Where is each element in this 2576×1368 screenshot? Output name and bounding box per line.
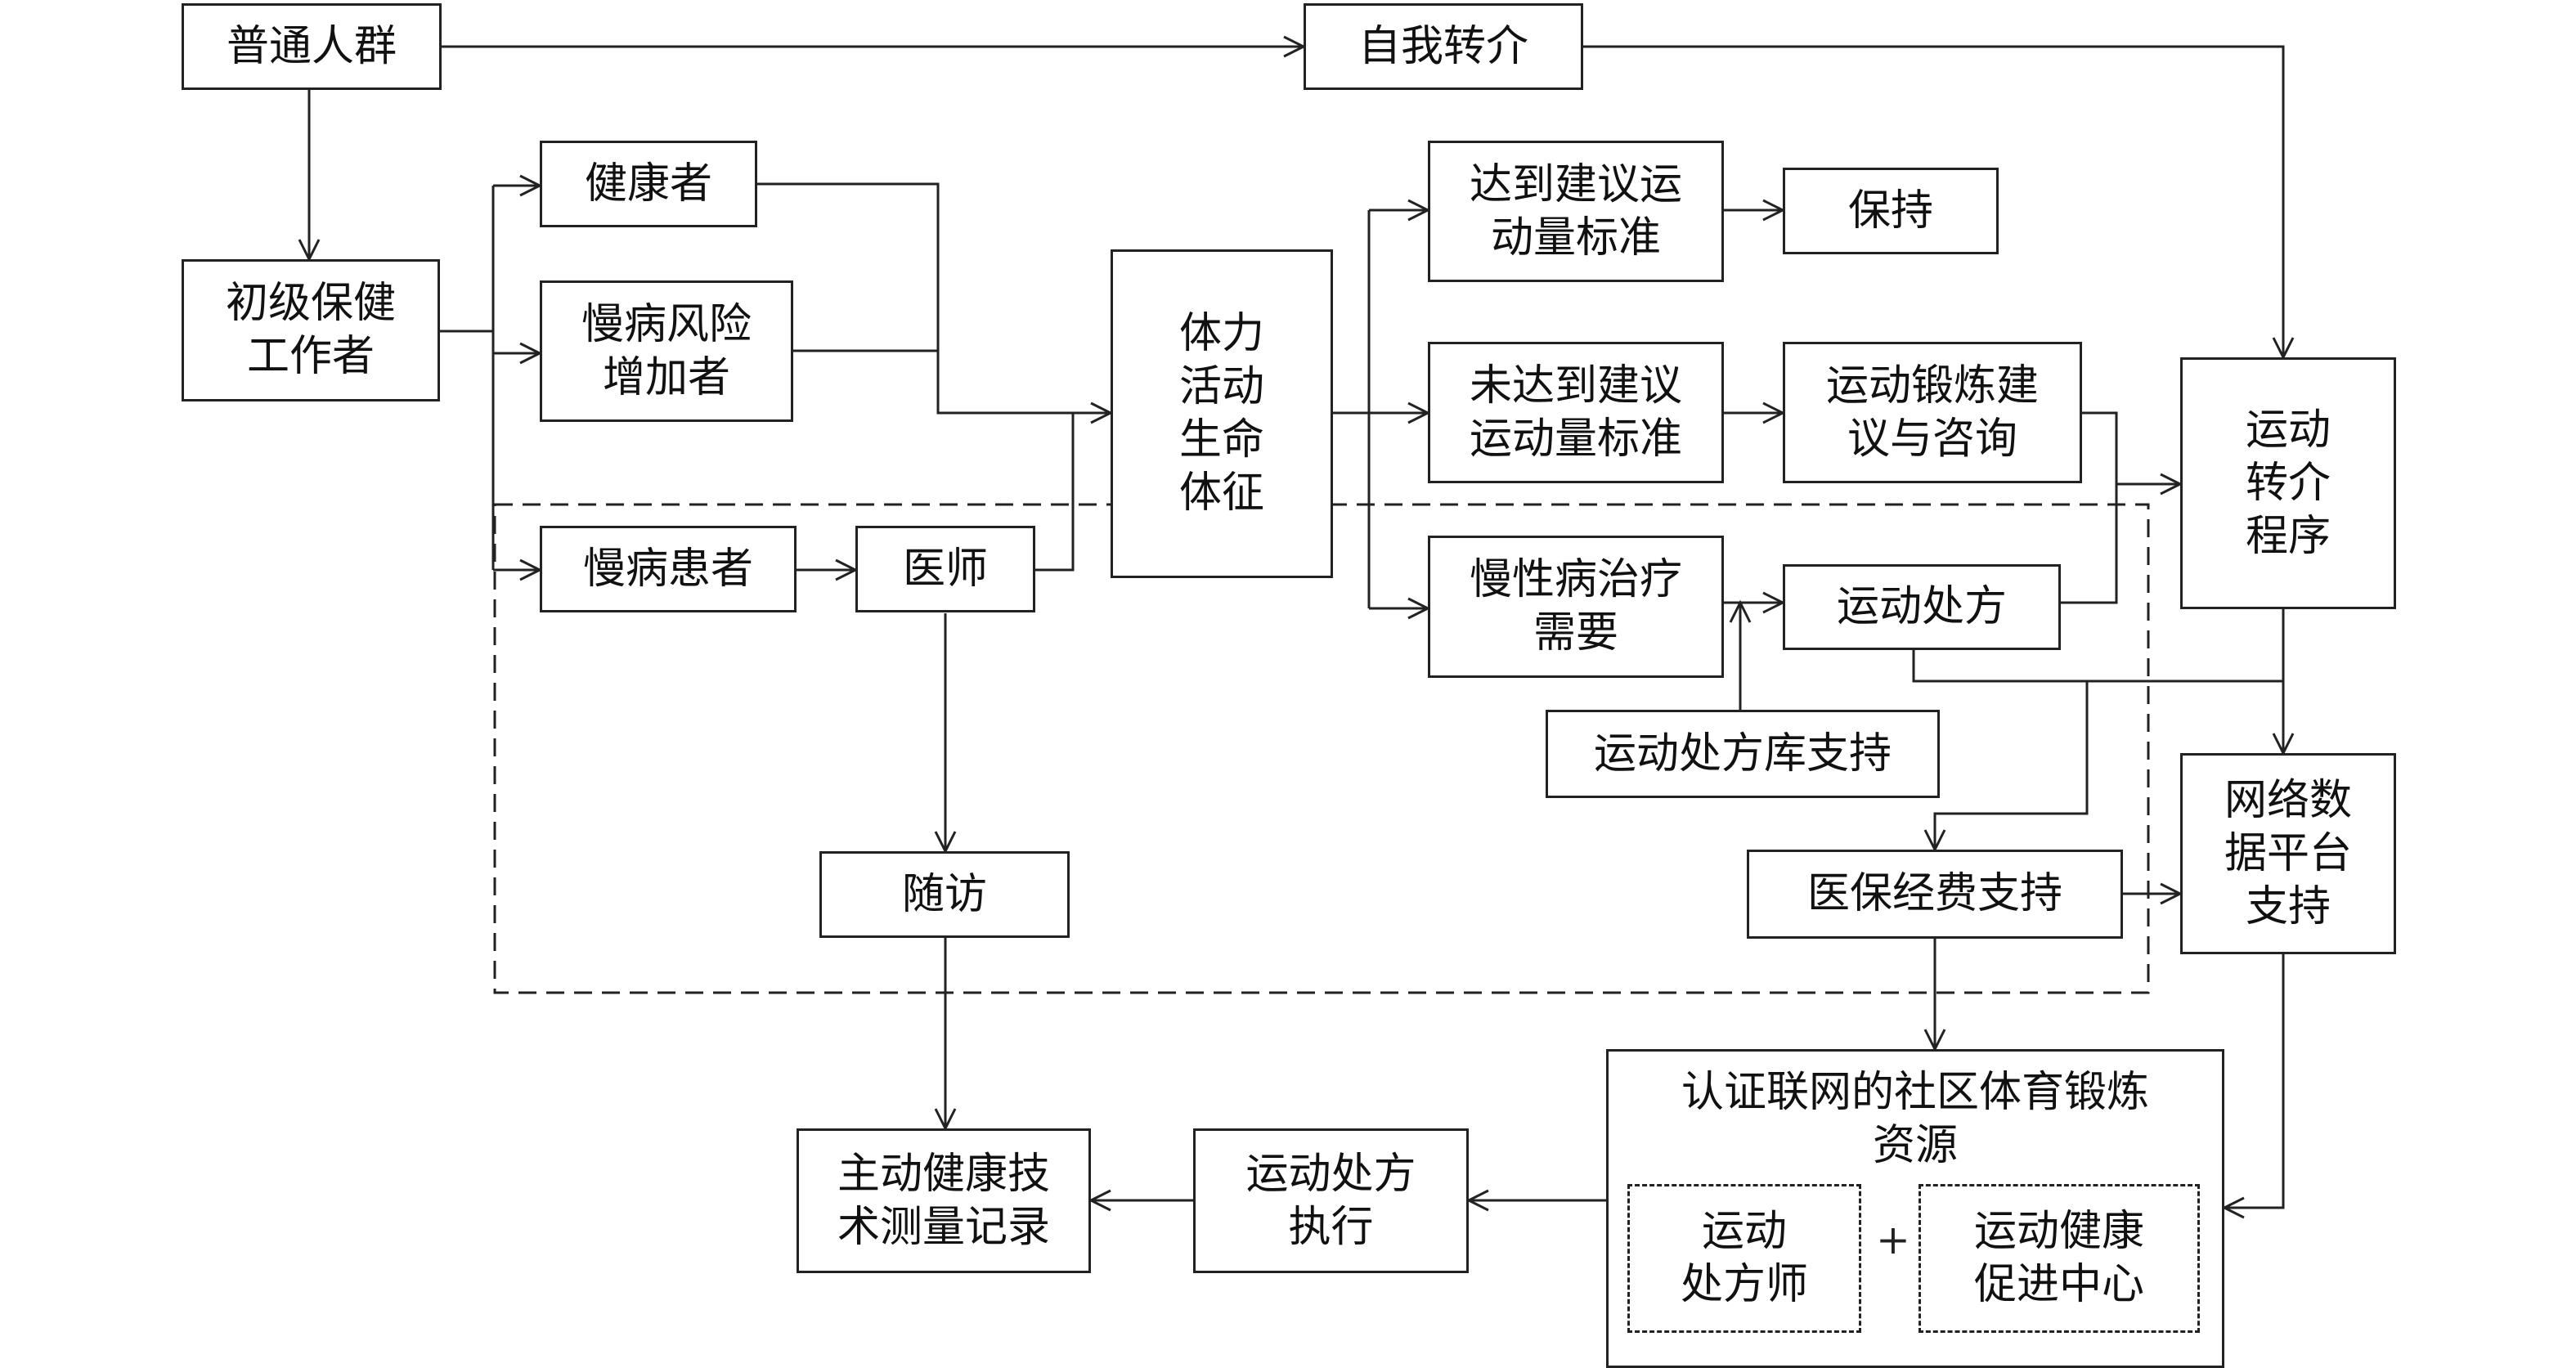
line-prescription-to-platform — [1912, 646, 2283, 683]
node-exercise-advice: 运动锻炼建 议与咨询 — [1783, 342, 2082, 483]
node-chronic-patient: 慢病患者 — [540, 526, 797, 612]
node-not-met-standard: 未达到建议 运动量标准 — [1428, 342, 1724, 483]
node-exercise-prescription: 运动处方 — [1783, 564, 2061, 650]
node-vital-sign: 体力 活动 生命 体征 — [1111, 249, 1333, 578]
node-healthy: 健康者 — [540, 141, 757, 227]
line-advice-prescription-join — [2061, 411, 2118, 604]
node-physician: 医师 — [855, 526, 1035, 612]
node-promotion-center: 运动健康 促进中心 — [1919, 1184, 2200, 1333]
arrow-platform-to-resources — [2224, 954, 2285, 1209]
node-referral-program: 运动 转介 程序 — [2180, 357, 2396, 609]
node-network-platform: 网络数 据平台 支持 — [2180, 753, 2396, 954]
chronic-care-dashed-region — [493, 503, 2150, 994]
node-self-referral: 自我转介 — [1304, 3, 1583, 90]
node-insurance-support: 医保经费支持 — [1747, 850, 2123, 939]
node-prescription-execution: 运动处方 执行 — [1193, 1128, 1469, 1273]
node-maintain: 保持 — [1783, 168, 1999, 254]
node-primary-care-worker: 初级保健 工作者 — [182, 259, 440, 401]
node-chronic-treatment: 慢性病治疗 需要 — [1428, 536, 1724, 678]
arrow-to-insurance — [1933, 681, 2089, 850]
arrowhead — [2221, 1196, 2245, 1219]
node-prescriber: 运动 处方师 — [1627, 1184, 1861, 1333]
node-general-population: 普通人群 — [182, 3, 442, 90]
line-physician-to-vital — [1035, 413, 1075, 572]
arrowhead — [1088, 1189, 1111, 1212]
plus-sign: + — [1876, 1216, 1910, 1263]
node-met-standard: 达到建议运 动量标准 — [1428, 141, 1724, 282]
node-prescription-library: 运动处方库支持 — [1546, 710, 1940, 798]
node-active-health-record: 主动健康技 术测量记录 — [797, 1128, 1091, 1273]
arrow-self-referral-to-program — [1583, 45, 2285, 357]
arrow-healthy-to-vital — [757, 182, 1111, 415]
node-follow-up: 随访 — [819, 851, 1070, 938]
arrowhead — [1729, 599, 1752, 623]
arrowhead — [1465, 1189, 1489, 1212]
node-chronic-risk: 慢病风险 增加者 — [540, 280, 793, 422]
node-community-resources: 认证联网的社区体育锻炼 资源 — [1606, 1049, 2224, 1368]
